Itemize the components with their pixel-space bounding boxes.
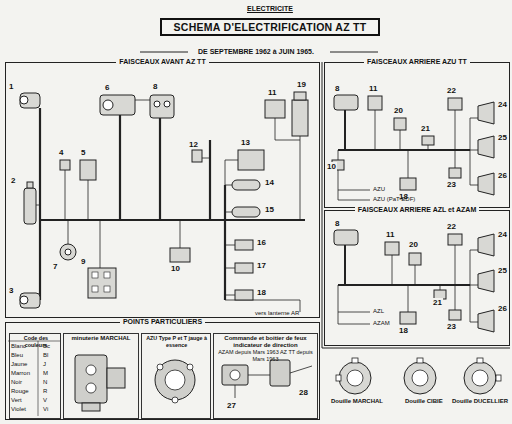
callout-number: 21 [420, 124, 431, 133]
callout-number: 26 [497, 171, 508, 180]
callout-number: 2 [10, 176, 16, 185]
callout-number: 3 [8, 286, 14, 295]
label-text: V [42, 397, 48, 404]
label-text: AZL [372, 308, 385, 315]
callout-number: 27 [226, 401, 237, 410]
callout-number: 24 [497, 230, 508, 239]
callout-number: 18 [398, 326, 409, 335]
label-text: J [42, 361, 47, 368]
date-range: DE SEPTEMBRE 1962 à JUIN 1965. [197, 47, 315, 56]
callout-number: 11 [385, 230, 395, 239]
callout-number: 8 [152, 82, 158, 91]
harness-panel: FAISCEAUX AVANT AZ TT [5, 62, 320, 318]
callout-number: 1 [8, 82, 14, 91]
callout-number: 4 [58, 148, 64, 157]
callout-number: 23 [446, 322, 457, 331]
label-text: Douille CIBIE [404, 398, 444, 405]
callout-number: 7 [52, 262, 58, 271]
section-heading: ELECTRICITE [246, 4, 294, 13]
label-text: N [42, 379, 48, 386]
callout-number: 11 [368, 84, 378, 93]
label-text: AZU (PaT-EDF) [372, 196, 416, 203]
callout-number: 10 [326, 162, 337, 171]
label-text: Douille DUCELLIER [451, 398, 509, 405]
callout-number: 28 [298, 388, 309, 397]
label-text: Marron [10, 370, 31, 377]
label-text: Bl [42, 352, 49, 359]
callout-number: 19 [296, 80, 307, 89]
callout-number: 22 [446, 86, 457, 95]
label-text: Noir [10, 379, 23, 386]
callout-number: 14 [264, 178, 275, 187]
callout-number: 13 [240, 138, 251, 147]
callout-number: 20 [393, 106, 404, 115]
callout-number: 6 [104, 83, 110, 92]
label-text: Blanc [10, 343, 27, 350]
harness-panel: POINTS PARTICULIERSCode des couleursminu… [5, 322, 320, 420]
label-text: R [42, 388, 48, 395]
callout-number: 18 [256, 288, 267, 297]
callout-number: 11 [267, 88, 277, 97]
callout-number: 22 [446, 222, 457, 231]
label-text: Rouge [10, 388, 30, 395]
callout-number: 21 [432, 298, 443, 307]
detail-box: AZU Type P et T jauge à essence [141, 333, 211, 419]
callout-number: 15 [264, 205, 275, 214]
harness-panel: FAISCEAUX ARRIERE AZL et AZAM [324, 210, 510, 346]
panel-heading: Commande et boitier de feux indicateur d… [214, 335, 317, 349]
label-text: Bc [42, 343, 51, 350]
label-text: Jaune [10, 361, 28, 368]
panel-heading: POINTS PARTICULIERS [120, 318, 205, 326]
callout-number: 23 [446, 180, 457, 189]
callout-number: 24 [497, 100, 508, 109]
panel-heading: minuterie MARCHAL [69, 335, 132, 342]
callout-number: 10 [170, 264, 181, 273]
callout-number: 5 [80, 148, 86, 157]
label-text: Vi [42, 406, 49, 413]
callout-number: 12 [188, 140, 199, 149]
harness-panel: FAISCEAUX ARRIERE AZU TT [324, 62, 510, 208]
panel-note: AZAM depuis Mars 1963 AZ TT depuis Mars … [214, 349, 317, 362]
callout-number: 8 [334, 84, 340, 93]
callout-number: 20 [408, 240, 419, 249]
panel-heading: FAISCEAUX ARRIERE AZU TT [364, 58, 470, 66]
callout-number: 25 [497, 266, 508, 275]
label-text: Violet [10, 406, 27, 413]
callout-number: 9 [80, 257, 86, 266]
label-text: vers lanterne AR [254, 310, 300, 317]
callout-number: 26 [497, 304, 508, 313]
label-text: M [42, 370, 49, 377]
panel-heading: AZU Type P et T jauge à essence [142, 335, 211, 349]
panel-heading: FAISCEAUX AVANT AZ TT [116, 58, 208, 66]
callout-number: 17 [256, 261, 267, 270]
diagram-title: SCHEMA D'ELECTRIFICATION AZ TT [160, 18, 380, 36]
label-text: Bleu [10, 352, 24, 359]
callout-number: 16 [256, 238, 267, 247]
label-text: Douille MARCHAL [330, 398, 384, 405]
panel-heading: FAISCEAUX ARRIERE AZL et AZAM [355, 206, 480, 214]
detail-box: minuterie MARCHAL [63, 333, 139, 419]
callout-number: 25 [497, 133, 508, 142]
label-text: Vert [10, 397, 23, 404]
callout-number: 8 [334, 219, 340, 228]
label-text: AZU [372, 186, 386, 193]
label-text: AZAM [372, 320, 391, 327]
